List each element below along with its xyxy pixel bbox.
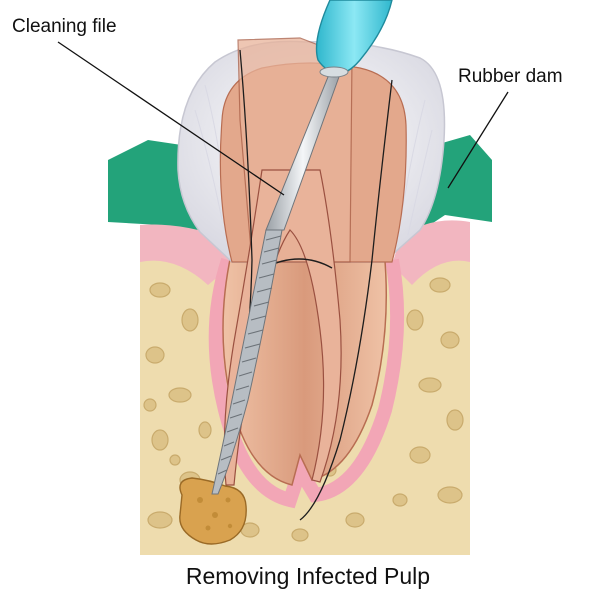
cleaning-file-twist — [211, 229, 283, 495]
label-cleaning-file: Cleaning file — [12, 16, 117, 37]
leader-line-cleaning-file — [57, 41, 285, 196]
handle-collar — [319, 66, 349, 78]
abscess-texture — [197, 497, 233, 531]
periodontal-ligament — [208, 257, 405, 509]
canal-outline — [299, 79, 393, 521]
caption: Removing Infected Pulp — [185, 563, 431, 589]
leader-line-rubber-dam — [447, 91, 509, 189]
pulp-canal — [223, 169, 342, 486]
label-rubber-dam: Rubber dam — [458, 66, 563, 87]
file-flutes — [217, 235, 282, 475]
